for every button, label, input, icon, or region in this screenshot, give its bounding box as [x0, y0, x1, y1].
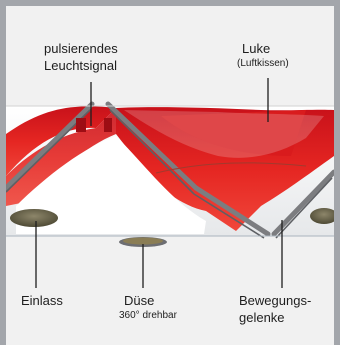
hatch-label: Luke [242, 40, 270, 57]
signal-label-line2: Leuchtsignal [44, 57, 118, 74]
hatch-sublabel: (Luftkissen) [237, 58, 289, 70]
diagram-panel: pulsierendes Leuchtsignal Luke (Luftkiss… [6, 6, 334, 345]
signal-light [76, 118, 86, 132]
joints-label-line1: Bewegungs- [239, 292, 311, 309]
signal-label-line1: pulsierendes [44, 40, 118, 57]
joints-label-line2: gelenke [239, 309, 311, 326]
inlet-opening [10, 209, 58, 227]
signal-label: pulsierendes Leuchtsignal [44, 40, 118, 74]
inlet-label: Einlass [21, 292, 63, 309]
joints-label: Bewegungs- gelenke [239, 292, 311, 326]
nozzle-sublabel: 360° drehbar [119, 310, 177, 322]
nozzle-label: Düse [124, 292, 154, 309]
